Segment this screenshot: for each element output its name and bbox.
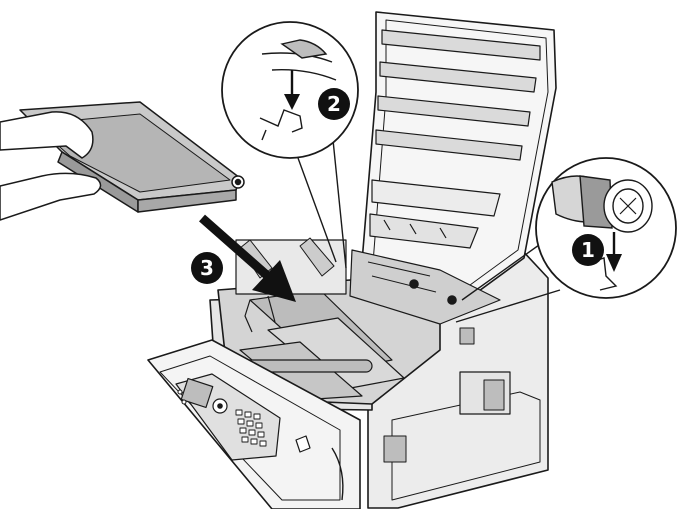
step-3-number: 3 bbox=[200, 256, 214, 280]
lcd-screen bbox=[180, 377, 214, 409]
led-heads bbox=[375, 29, 541, 161]
step-3-badge: 3 bbox=[191, 252, 223, 284]
hands-holding-belt bbox=[0, 111, 102, 221]
step-1-badge: 1 bbox=[572, 234, 604, 266]
side-vent bbox=[383, 435, 407, 463]
control-panel bbox=[175, 373, 281, 461]
detail-callout-locking-lever bbox=[221, 21, 359, 159]
detail-callout-blue-knob bbox=[535, 157, 677, 299]
printer-body bbox=[147, 11, 557, 509]
callout-leader-lines bbox=[297, 129, 561, 323]
step-3-arrow bbox=[199, 214, 296, 302]
step-2-badge: 2 bbox=[318, 88, 350, 120]
step-1-number: 1 bbox=[581, 238, 595, 262]
keypad bbox=[235, 409, 267, 447]
step-2-number: 2 bbox=[327, 92, 341, 116]
